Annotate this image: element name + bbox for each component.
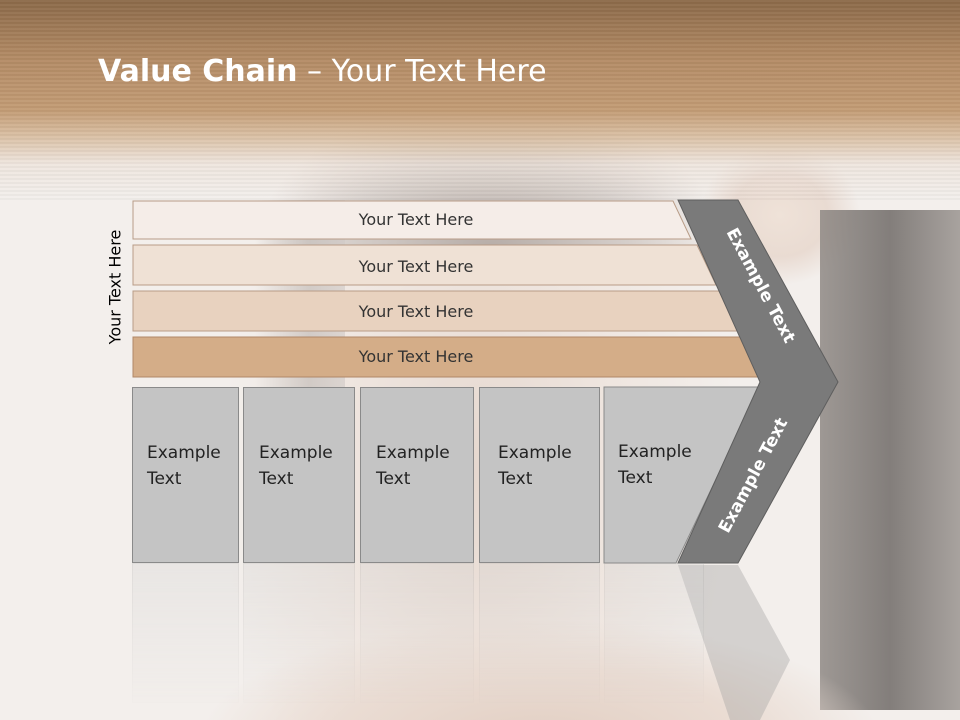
- box-4-line1: Example: [498, 443, 572, 463]
- bar-4-label: Your Text Here: [358, 347, 474, 366]
- title-banner: [0, 0, 960, 200]
- bar-1-label: Your Text Here: [358, 210, 474, 229]
- bar-row-2: Your Text Here: [132, 244, 717, 286]
- bar-row-1: Your Text Here: [132, 200, 692, 240]
- title-rest: – Your Text Here: [297, 54, 547, 89]
- box-2-line2: Text: [259, 469, 294, 489]
- box-5-line2: Text: [618, 468, 653, 488]
- title-bold: Value Chain: [98, 54, 298, 89]
- box-3-line2: Text: [376, 469, 411, 489]
- chevron-arrow: [677, 199, 839, 564]
- chevron-reflection: [678, 565, 790, 720]
- box-1-line2: Text: [147, 469, 182, 489]
- bar-3-label: Your Text Here: [358, 302, 474, 321]
- bar-row-4: Your Text Here: [132, 336, 764, 378]
- box-5-line1: Example: [618, 442, 692, 462]
- bar-row-3: Your Text Here: [132, 290, 740, 332]
- slide-title: Value Chain – Your Text Here: [98, 54, 547, 89]
- box-1-line1: Example: [147, 443, 221, 463]
- box-3-line1: Example: [376, 443, 450, 463]
- box-4-line2: Text: [498, 469, 533, 489]
- box-2-line1: Example: [259, 443, 333, 463]
- bar-2-label: Your Text Here: [358, 257, 474, 276]
- bar-1-shape: [132, 200, 692, 240]
